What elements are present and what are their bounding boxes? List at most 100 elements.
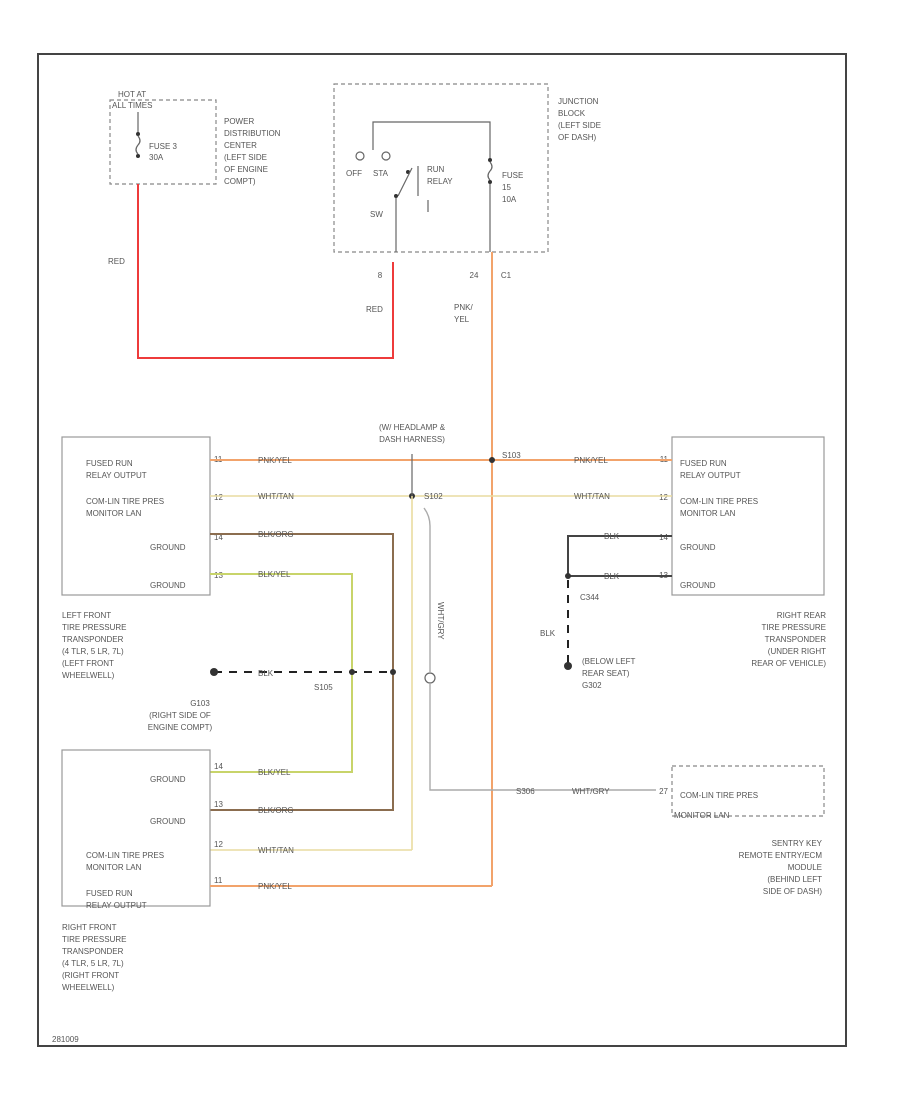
right-rear-transponder-box xyxy=(671,436,825,596)
svg-text:TRANSPONDER: TRANSPONDER xyxy=(62,947,124,956)
svg-text:14: 14 xyxy=(214,533,223,542)
junction-connector-c1: C1 xyxy=(501,271,512,280)
ignition-off-contact xyxy=(355,151,365,161)
svg-text:MONITOR LAN: MONITOR LAN xyxy=(680,509,736,518)
wire-wht-gry-label: WHT/GRY xyxy=(572,787,610,796)
fuse-15-name: FUSE xyxy=(502,171,523,180)
svg-text:14: 14 xyxy=(659,533,668,542)
svg-text:REAR OF VEHICLE): REAR OF VEHICLE) xyxy=(751,659,826,668)
right-rear-terminals: FUSED RUN RELAY OUTPUT COM-LIN TIRE PRES… xyxy=(680,459,758,590)
svg-text:CENTER: CENTER xyxy=(224,141,257,150)
svg-text:REMOTE ENTRY/ECM: REMOTE ENTRY/ECM xyxy=(739,851,823,860)
run-relay-label-2: RELAY xyxy=(427,177,453,186)
junction-pin-8: 8 xyxy=(378,271,383,280)
splice-s102: S102 xyxy=(424,492,443,501)
wire-rf-pnk-yel-label: PNK/YEL xyxy=(258,882,292,891)
splice-s103-dot xyxy=(489,457,495,463)
svg-text:(4 TLR, 5 LR, 7L): (4 TLR, 5 LR, 7L) xyxy=(62,647,124,656)
svg-text:OF DASH): OF DASH) xyxy=(558,133,597,142)
wire-rr-wht-tan-label: WHT/TAN xyxy=(574,492,610,501)
junction-pin-24: 24 xyxy=(470,271,479,280)
wire-rf-wht-tan-label: WHT/TAN xyxy=(258,846,294,855)
left-front-terminals: FUSED RUN RELAY OUTPUT COM-LIN TIRE PRES… xyxy=(86,459,186,590)
svg-text:TIRE PRESSURE: TIRE PRESSURE xyxy=(762,623,826,632)
right-rear-pins: 11 12 14 13 xyxy=(659,455,668,580)
ground-g302-point xyxy=(564,662,572,670)
svg-text:(LEFT SIDE: (LEFT SIDE xyxy=(558,121,601,130)
diagram-frame xyxy=(37,53,847,1047)
svg-text:RELAY OUTPUT: RELAY OUTPUT xyxy=(680,471,741,480)
sentry-location: SENTRY KEY REMOTE ENTRY/ECM MODULE (BEHI… xyxy=(739,839,823,896)
wire-red-label-2: RED xyxy=(366,305,383,314)
wire-wht-gry-vertical-label: WHT/GRY xyxy=(436,602,445,640)
fuse-3-name: FUSE 3 xyxy=(149,142,178,151)
hot-label-1: HOT AT xyxy=(118,90,146,99)
svg-text:GROUND: GROUND xyxy=(150,775,186,784)
svg-text:(RIGHT FRONT: (RIGHT FRONT xyxy=(62,971,119,980)
svg-text:(UNDER RIGHT: (UNDER RIGHT xyxy=(768,647,826,656)
svg-text:COM-LIN TIRE PRES: COM-LIN TIRE PRES xyxy=(86,497,164,506)
wire-red xyxy=(137,184,394,359)
splice-s105-dot-1 xyxy=(349,669,355,675)
svg-text:COM-LIN TIRE PRES: COM-LIN TIRE PRES xyxy=(680,497,758,506)
svg-text:COMPT): COMPT) xyxy=(224,177,256,186)
fuse-3-element xyxy=(135,135,141,155)
svg-text:COM-LIN TIRE PRES: COM-LIN TIRE PRES xyxy=(86,851,164,860)
svg-text:MODULE: MODULE xyxy=(788,863,822,872)
splice-s105-dot-2 xyxy=(390,669,396,675)
ignition-start-contact xyxy=(381,151,391,161)
svg-text:GROUND: GROUND xyxy=(150,581,186,590)
left-front-pins: 11 12 14 13 xyxy=(214,455,223,580)
connector-wht-gry xyxy=(424,672,436,684)
wire-rf-blk-yel-label: BLK/YEL xyxy=(258,768,291,777)
harness-label-2: DASH HARNESS) xyxy=(379,435,445,444)
fuse-15-element xyxy=(487,161,493,181)
svg-text:WHEELWELL): WHEELWELL) xyxy=(62,671,115,680)
junction-block-location: JUNCTION BLOCK (LEFT SIDE OF DASH) xyxy=(558,97,601,142)
svg-text:JUNCTION: JUNCTION xyxy=(558,97,599,106)
ground-g302-location-1: (BELOW LEFT xyxy=(582,657,635,666)
hot-label-2: ALL TIMES xyxy=(112,101,152,110)
svg-text:BLOCK: BLOCK xyxy=(558,109,586,118)
svg-text:TIRE PRESSURE: TIRE PRESSURE xyxy=(62,623,126,632)
svg-text:GROUND: GROUND xyxy=(680,581,716,590)
svg-text:(BEHIND LEFT: (BEHIND LEFT xyxy=(767,875,822,884)
svg-text:POWER: POWER xyxy=(224,117,254,126)
wire-lf-blk-yel-label: BLK/YEL xyxy=(258,570,291,579)
left-front-transponder-box xyxy=(61,436,211,596)
splice-c344-dot xyxy=(565,573,571,579)
svg-text:LEFT FRONT: LEFT FRONT xyxy=(62,611,111,620)
svg-text:GROUND: GROUND xyxy=(150,543,186,552)
fuse-3-amp: 30A xyxy=(149,153,164,162)
right-front-location: RIGHT FRONT TIRE PRESSURE TRANSPONDER (4… xyxy=(62,923,126,992)
svg-text:GROUND: GROUND xyxy=(150,817,186,826)
sentry-term: COM-LIN TIRE PRES xyxy=(680,791,758,800)
svg-text:RELAY OUTPUT: RELAY OUTPUT xyxy=(86,901,147,910)
switch-off-label: OFF xyxy=(346,169,362,178)
svg-text:MONITOR LAN: MONITOR LAN xyxy=(86,863,142,872)
svg-text:TRANSPONDER: TRANSPONDER xyxy=(62,635,124,644)
svg-text:FUSED RUN: FUSED RUN xyxy=(86,459,133,468)
svg-text:12: 12 xyxy=(214,840,223,849)
junction-bus xyxy=(372,121,491,160)
svg-text:FUSED RUN: FUSED RUN xyxy=(86,889,133,898)
wire-wht-gry xyxy=(423,507,656,791)
power-distribution-center-box xyxy=(109,99,217,185)
ground-g103-location-1: (RIGHT SIDE OF xyxy=(149,711,211,720)
splice-s103: S103 xyxy=(502,451,521,460)
ground-g103-name: G103 xyxy=(190,699,210,708)
svg-text:WHEELWELL): WHEELWELL) xyxy=(62,983,115,992)
junction-block-box xyxy=(333,83,549,253)
splice-s306: S306 xyxy=(516,787,535,796)
svg-text:GROUND: GROUND xyxy=(680,543,716,552)
svg-text:OF ENGINE: OF ENGINE xyxy=(224,165,268,174)
svg-text:13: 13 xyxy=(214,800,223,809)
switch-common-contact xyxy=(394,194,398,198)
svg-text:14: 14 xyxy=(214,762,223,771)
wire-rr-pnk-yel-label: PNK/YEL xyxy=(574,456,608,465)
wire-pnk-label: PNK/ xyxy=(454,303,473,312)
svg-text:(LEFT FRONT: (LEFT FRONT xyxy=(62,659,114,668)
right-front-terminals: GROUND GROUND COM-LIN TIRE PRES MONITOR … xyxy=(86,775,186,910)
svg-text:(4 TLR, 5 LR, 7L): (4 TLR, 5 LR, 7L) xyxy=(62,959,124,968)
wire-red-label: RED xyxy=(108,257,125,266)
